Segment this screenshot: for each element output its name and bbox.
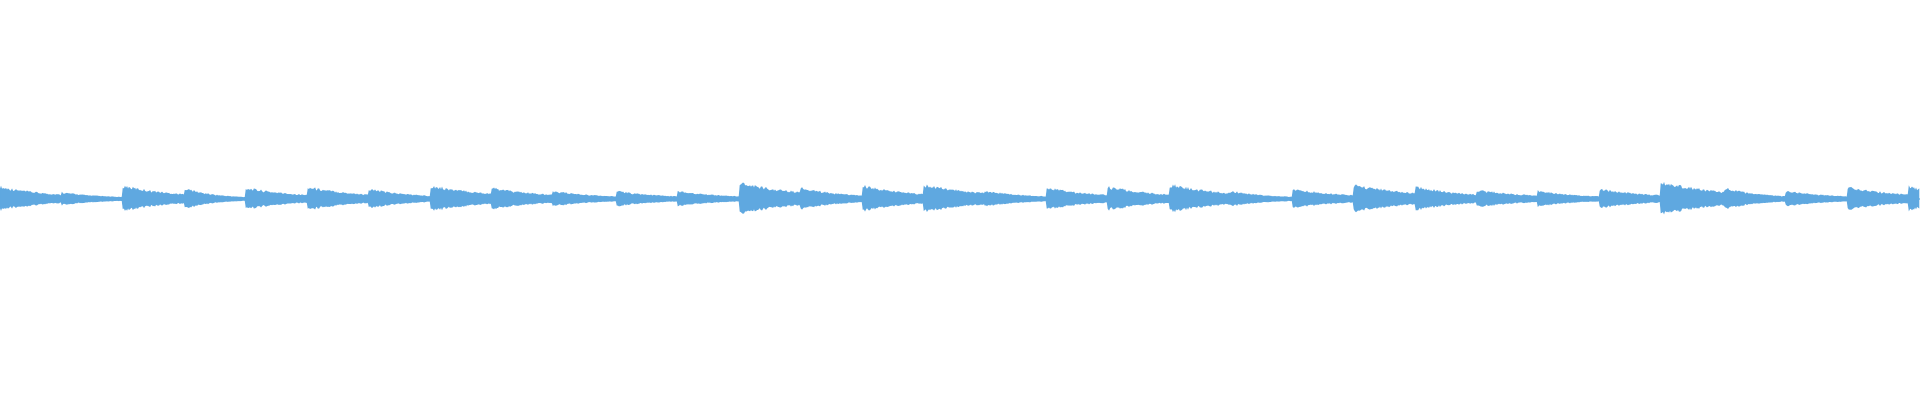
waveform-shape xyxy=(0,181,1920,215)
waveform-envelope xyxy=(0,181,1920,215)
